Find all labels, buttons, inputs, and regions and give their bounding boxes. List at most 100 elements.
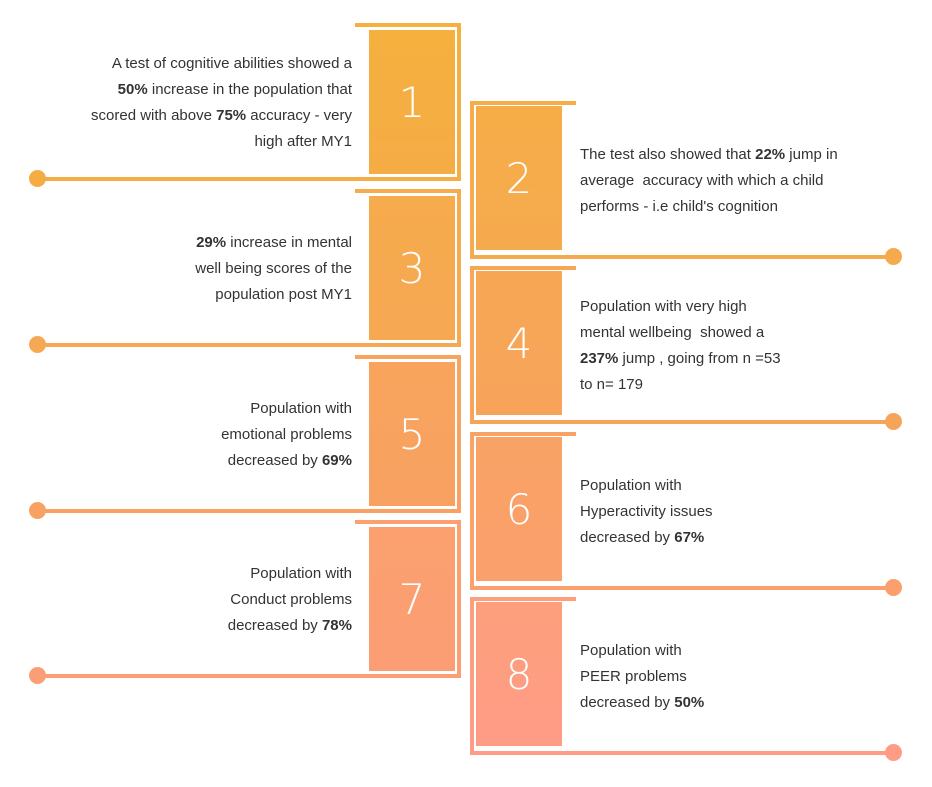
step-description: Population with emotional problems decreas… [221,355,352,515]
description-line: performs - i.e child's cognition [580,194,838,220]
description-line: Conduct problems [228,587,352,613]
step-description: 29% increase in mental well being scores … [195,189,352,349]
top-bracket-line [355,520,461,524]
description-line: Population with [228,561,352,587]
text-segment: to n= 179 [580,376,643,393]
description-line: scored with above 75% accuracy - very [91,103,352,129]
text-segment: The test also showed that [580,146,756,163]
description-line: decreased by 50% [580,690,704,716]
text-segment: population post MY1 [215,286,352,303]
text-segment: jump , going from n =53 [618,350,781,367]
description-line: 29% increase in mental [195,230,352,256]
step-description: A test of cognitive abilities showed a 50… [91,23,352,183]
description-line: decreased by 67% [580,525,713,551]
top-bracket-line [355,23,461,27]
step-description: The test also showed that 22% jump in ave… [580,101,838,261]
top-bracket-line [470,597,576,601]
connector-line [470,586,893,590]
text-segment: Population with [580,477,682,494]
step-number-box: 2 [476,106,562,250]
connector-line [38,343,461,347]
step-number-box: 7 [369,527,455,671]
description-line: population post MY1 [195,282,352,308]
description-line: PEER problems [580,664,704,690]
text-segment: Population with very high [580,298,747,315]
text-segment: jump in [785,146,838,163]
side-bracket-line [470,432,474,590]
step-number-box: 3 [369,196,455,340]
text-segment: average accuracy with which a child [580,172,824,189]
connector-dot [885,579,902,596]
connector-line [470,255,893,259]
description-line: Population with very high [580,294,781,320]
side-bracket-line [470,597,474,755]
top-bracket-line [470,432,576,436]
connector-dot [29,336,46,353]
description-line: The test also showed that 22% jump in [580,142,838,168]
highlight-value: 50% [117,81,148,98]
highlight-value: 67% [674,529,705,546]
highlight-value: 78% [321,617,352,634]
connector-line [470,751,893,755]
description-line: Population with [580,473,713,499]
text-segment: Population with [250,400,352,417]
step-number-box: 5 [369,362,455,506]
step-item-3: 3 29% increase in mental well being scores… [0,189,932,353]
step-item-1: 1 A test of cognitive abilities showed a 5… [0,23,932,187]
text-segment: Hyperactivity issues [580,503,713,520]
description-line: A test of cognitive abilities showed a [91,51,352,77]
connector-line [38,177,461,181]
side-bracket-line [457,520,461,678]
description-line: to n= 179 [580,372,781,398]
text-segment: scored with above [91,107,217,124]
text-segment: Population with [580,642,682,659]
connector-line [38,509,461,513]
step-number-box: 8 [476,602,562,746]
text-segment: A test of cognitive abilities showed a [111,55,352,72]
text-segment: decreased by [227,452,322,469]
text-segment: decreased by [227,617,322,634]
connector-dot [29,502,46,519]
top-bracket-line [355,355,461,359]
side-bracket-line [457,23,461,181]
connector-dot [885,744,902,761]
description-line: high after MY1 [91,129,352,155]
top-bracket-line [355,189,461,193]
text-segment: emotional problems [221,426,352,443]
connector-line [470,420,893,424]
text-segment: increase in mental [226,234,352,251]
description-line: Population with [580,638,704,664]
connector-dot [885,413,902,430]
text-segment: well being scores of the [195,260,352,277]
side-bracket-line [457,355,461,513]
description-line: 50% increase in the population that [91,77,352,103]
top-bracket-line [470,266,576,270]
step-item-2: 2 The test also showed that 22% jump in av… [0,101,932,265]
connector-dot [29,667,46,684]
highlight-value: 50% [674,694,705,711]
highlight-value: 69% [321,452,352,469]
text-segment: accuracy - very [246,107,352,124]
description-line: 237% jump , going from n =53 [580,346,781,372]
description-line: Hyperactivity issues [580,499,713,525]
description-line: emotional problems [221,422,352,448]
side-bracket-line [470,266,474,424]
text-segment: performs - i.e child's cognition [580,198,778,215]
description-line: Population with [221,396,352,422]
text-segment: Population with [250,565,352,582]
description-line: well being scores of the [195,256,352,282]
step-number-box: 1 [369,30,455,174]
connector-line [38,674,461,678]
text-segment: PEER problems [580,668,687,685]
side-bracket-line [457,189,461,347]
description-line: average accuracy with which a child [580,168,838,194]
connector-dot [885,248,902,265]
